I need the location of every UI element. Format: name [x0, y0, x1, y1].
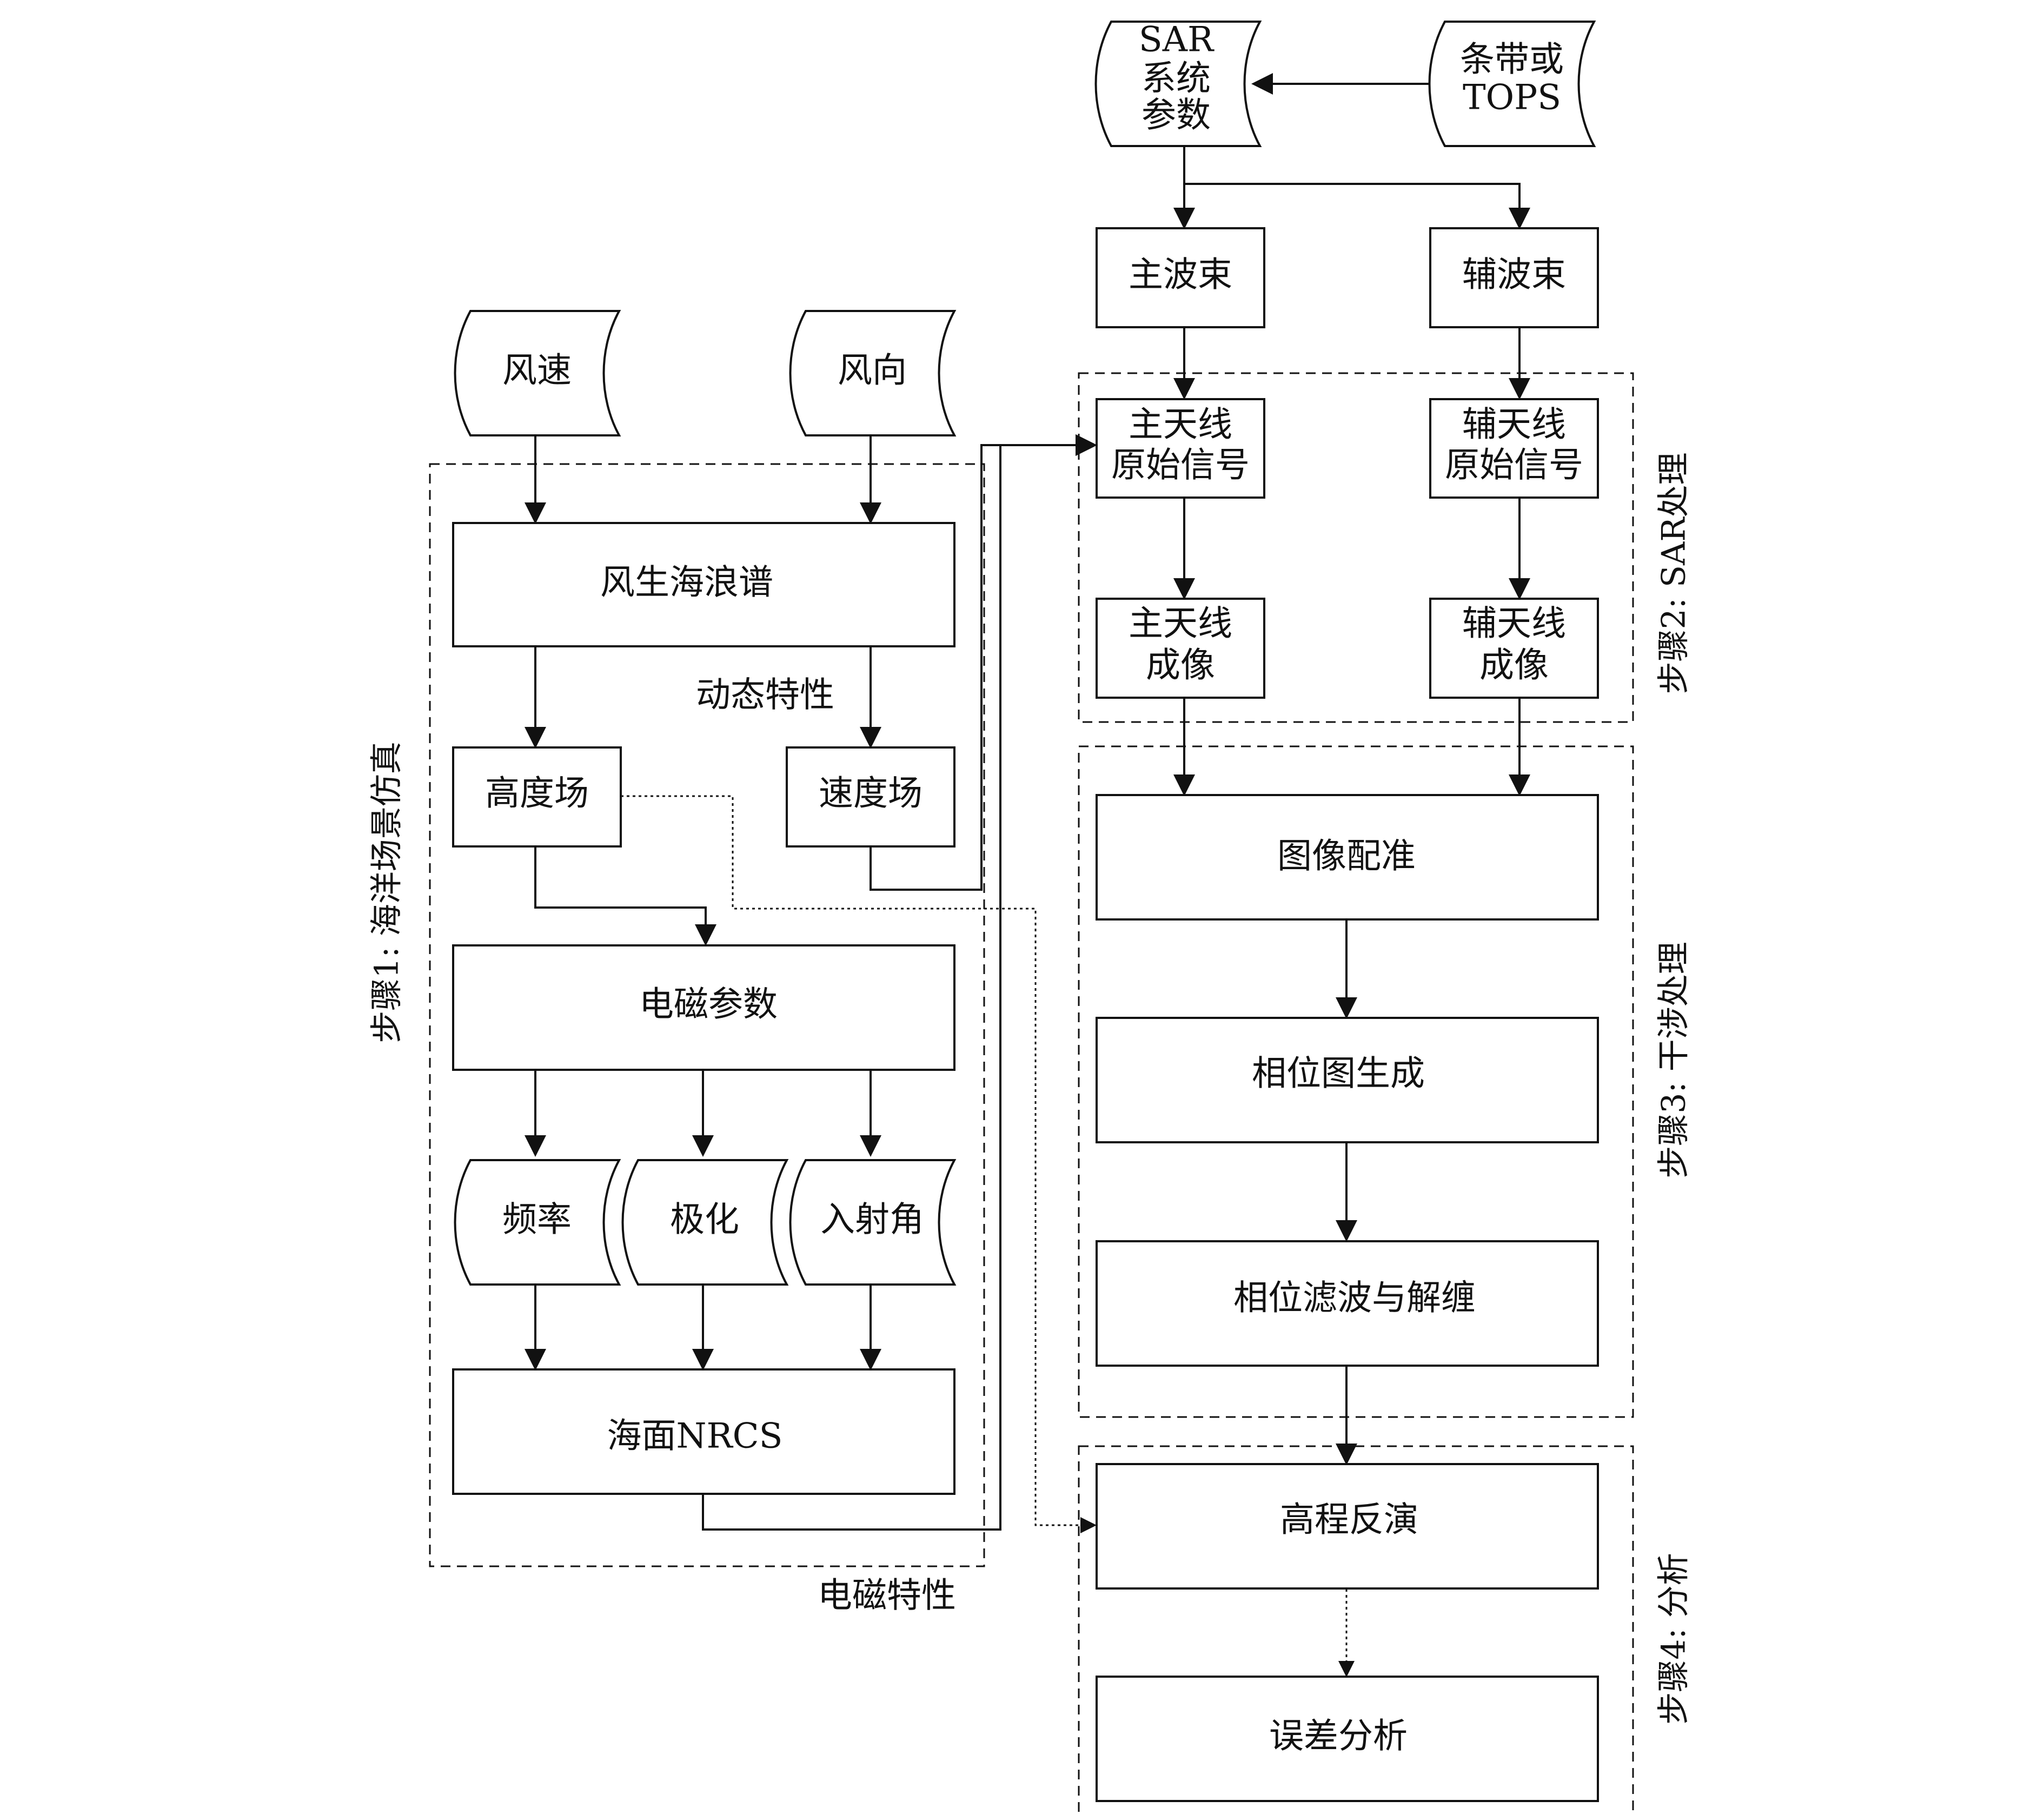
inversion-label: 高程反演	[1280, 1500, 1418, 1540]
phase-gen-label: 相位图生成	[1252, 1054, 1425, 1094]
step2-group	[1078, 372, 1634, 723]
aux-raw-line1: 辅天线	[1462, 405, 1566, 445]
velocity-label: 速度场	[819, 774, 923, 814]
error-box	[1096, 1676, 1599, 1802]
freq-label: 频率	[502, 1200, 572, 1240]
step1-group	[429, 463, 985, 1567]
wind-speed-label: 风速	[502, 351, 572, 391]
aux-img-line2: 成像	[1479, 646, 1549, 686]
sar-params-line2: 系统	[1142, 59, 1211, 99]
main-img-line2: 成像	[1146, 646, 1215, 686]
aux-raw-line2: 原始信号	[1445, 446, 1583, 486]
sar-params-line3: 参数	[1142, 96, 1211, 136]
edge-height-to-em	[534, 846, 716, 946]
mode-doc	[1428, 21, 1596, 147]
aux-beam-box	[1429, 227, 1599, 328]
sar-params-line1: SAR	[1139, 20, 1215, 60]
edge-sar-to-aux-beam	[1184, 183, 1530, 229]
filter-unwrap-box	[1096, 1240, 1599, 1367]
nrcs-label: 海面NRCS	[607, 1416, 783, 1457]
dynamic-label: 动态特性	[696, 676, 834, 716]
step4-label: 步骤4: 分析	[1655, 1553, 1693, 1724]
freq-doc	[454, 1159, 621, 1286]
step2-label: 步骤2: SAR处理	[1655, 452, 1693, 694]
main-raw-line1: 主天线	[1129, 405, 1232, 445]
aux-raw-box	[1429, 398, 1599, 499]
height-label: 高度场	[485, 774, 589, 814]
main-raw-line2: 原始信号	[1111, 446, 1250, 486]
step3-label: 步骤3: 干涉处理	[1655, 942, 1693, 1178]
em-params-box	[452, 944, 955, 1071]
main-beam-label: 主波束	[1129, 255, 1232, 295]
registration-label: 图像配准	[1277, 837, 1416, 877]
nrcs-box	[452, 1368, 955, 1495]
aux-beam-label: 辅波束	[1462, 255, 1566, 295]
filter-unwrap-label: 相位滤波与解缠	[1233, 1279, 1476, 1319]
inversion-box	[1096, 1463, 1599, 1590]
step3-group	[1078, 745, 1634, 1418]
mode-line1: 条带或	[1460, 40, 1564, 80]
polar-doc	[621, 1159, 789, 1286]
em-params-label: 电磁参数	[639, 985, 778, 1025]
wind-speed-doc	[454, 310, 621, 436]
velocity-box	[786, 746, 955, 848]
em-char-label: 电磁特性	[818, 1576, 956, 1616]
main-beam-box	[1096, 227, 1265, 328]
wind-dir-label: 风向	[838, 351, 907, 391]
main-raw-box	[1096, 398, 1265, 499]
mode-line2: TOPS	[1463, 78, 1561, 118]
error-label: 误差分析	[1269, 1717, 1408, 1757]
aux-img-line1: 辅天线	[1462, 604, 1566, 644]
incidence-doc	[789, 1159, 957, 1286]
wind-dir-doc	[789, 310, 957, 436]
edge-height-to-inversion	[621, 795, 1097, 1533]
sar-params-doc	[1094, 21, 1262, 147]
step1-label: 步骤1: 海洋场景仿真	[368, 742, 406, 1043]
polar-label: 极化	[670, 1200, 739, 1240]
main-img-line1: 主天线	[1129, 604, 1232, 644]
height-box	[452, 746, 622, 848]
registration-box	[1096, 794, 1599, 921]
phase-gen-box	[1096, 1017, 1599, 1143]
spectrum-box	[452, 522, 955, 647]
spectrum-label: 风生海浪谱	[600, 563, 773, 603]
edge-nrcs-to-raw	[702, 434, 1097, 1531]
aux-img-box	[1429, 598, 1599, 699]
main-img-box	[1096, 598, 1265, 699]
incidence-label: 入射角	[820, 1200, 924, 1240]
